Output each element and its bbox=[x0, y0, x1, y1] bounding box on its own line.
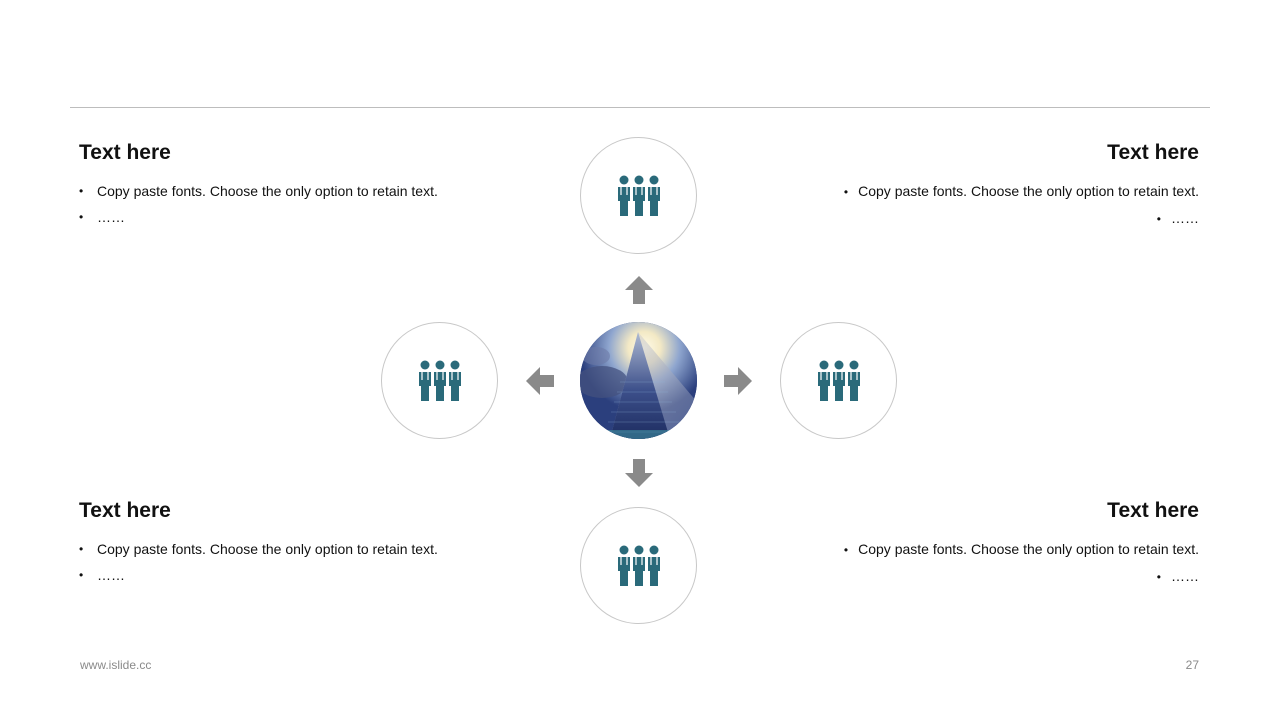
bullet-item: …… bbox=[839, 563, 1199, 590]
team-people-icon bbox=[817, 360, 860, 401]
bullet-list: Copy paste fonts. Choose the only option… bbox=[839, 536, 1199, 590]
bullet-list: Copy paste fonts. Choose the only option… bbox=[79, 536, 439, 588]
block-title: Text here bbox=[1107, 141, 1199, 164]
bullet-item: …… bbox=[79, 204, 439, 230]
diagram-node-left bbox=[381, 322, 498, 439]
bullet-list: Copy paste fonts. Choose the only option… bbox=[79, 178, 439, 230]
bullet-item: Copy paste fonts. Choose the only option… bbox=[79, 536, 439, 562]
diagram-node-bottom bbox=[580, 507, 697, 624]
arrow-left-icon bbox=[526, 367, 554, 395]
diagram-node-top bbox=[580, 137, 697, 254]
page-number: 27 bbox=[1185, 658, 1199, 672]
bullet-item: …… bbox=[79, 562, 439, 588]
block-title: Text here bbox=[79, 499, 171, 522]
bullet-list: Copy paste fonts. Choose the only option… bbox=[839, 178, 1199, 232]
arrow-down-icon bbox=[625, 459, 653, 487]
block-title: Text here bbox=[79, 141, 171, 164]
footer-url: www.islide.cc bbox=[80, 658, 152, 672]
text-block-top-right: Text here Copy paste fonts. Choose the o… bbox=[839, 140, 1199, 232]
block-title: Text here bbox=[1107, 499, 1199, 522]
team-people-icon bbox=[617, 175, 660, 216]
diagram-node-right bbox=[780, 322, 897, 439]
team-people-icon bbox=[418, 360, 461, 401]
bullet-item: Copy paste fonts. Choose the only option… bbox=[79, 178, 439, 204]
arrow-right-icon bbox=[724, 367, 752, 395]
bullet-item: Copy paste fonts. Choose the only option… bbox=[839, 536, 1199, 563]
bullet-item: …… bbox=[839, 205, 1199, 232]
center-skyscraper-image bbox=[580, 322, 697, 439]
top-divider bbox=[70, 107, 1210, 108]
skyscraper-photo bbox=[580, 322, 697, 439]
text-block-bottom-right: Text here Copy paste fonts. Choose the o… bbox=[839, 498, 1199, 590]
team-people-icon bbox=[617, 545, 660, 586]
text-block-bottom-left: Text here Copy paste fonts. Choose the o… bbox=[79, 498, 439, 588]
arrow-up-icon bbox=[625, 276, 653, 304]
text-block-top-left: Text here Copy paste fonts. Choose the o… bbox=[79, 140, 439, 230]
bullet-item: Copy paste fonts. Choose the only option… bbox=[839, 178, 1199, 205]
